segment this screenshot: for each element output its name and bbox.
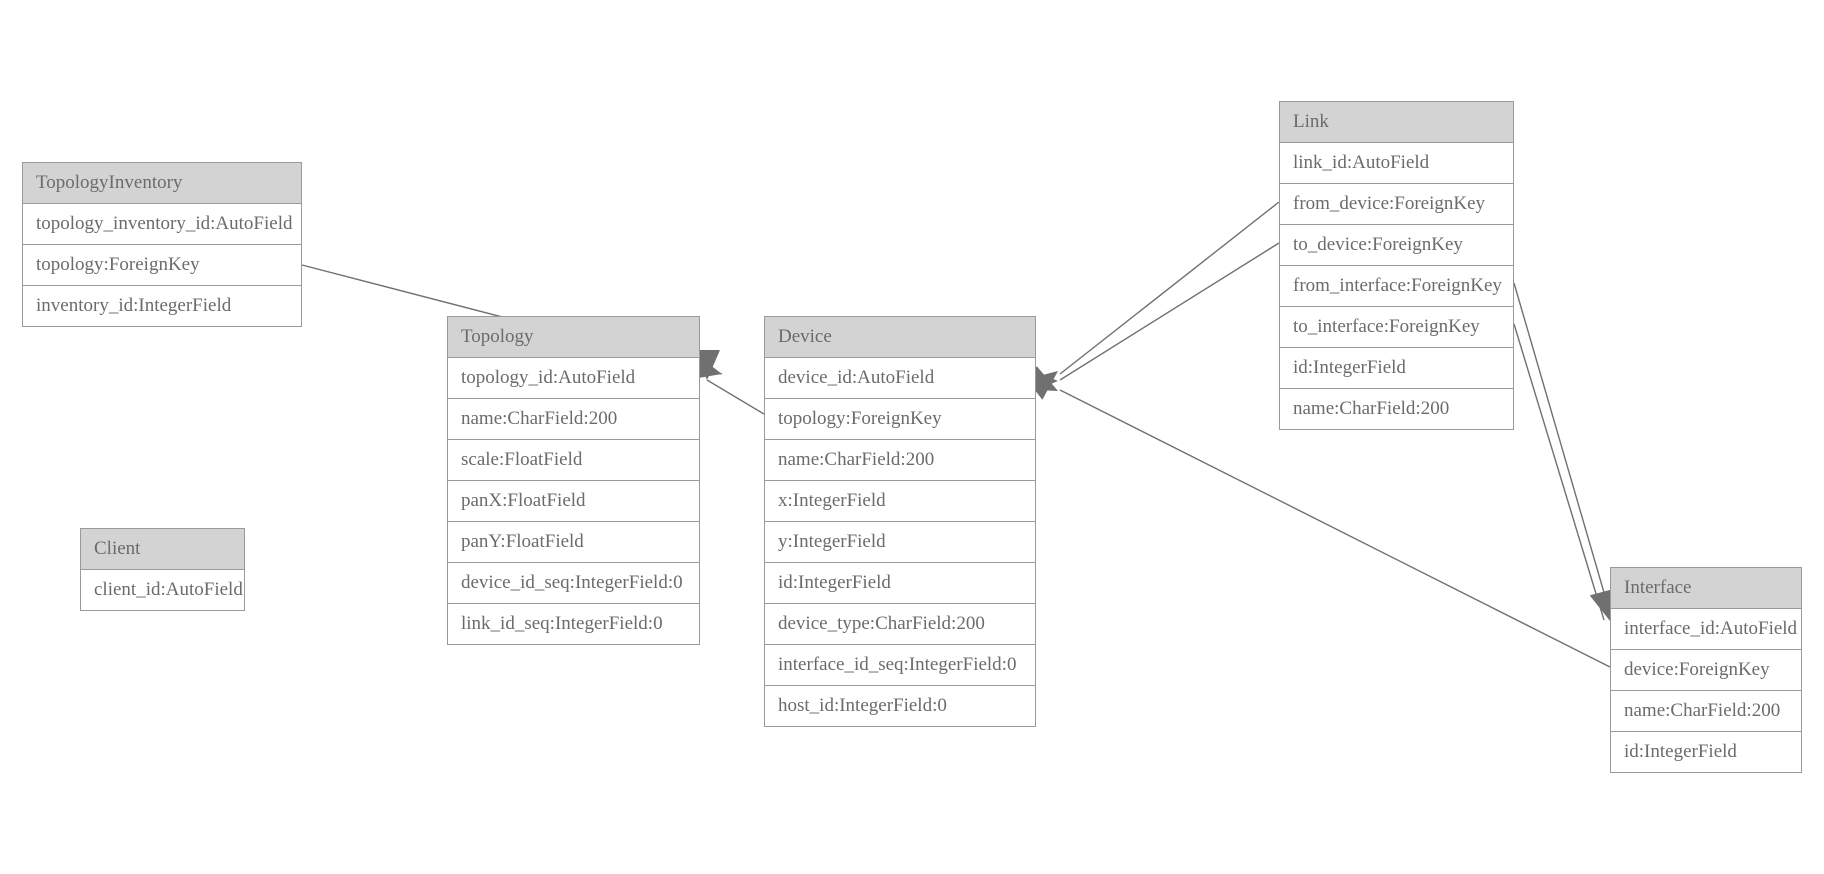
entity-title: Interface bbox=[1611, 568, 1801, 609]
rel-interface-device bbox=[1059, 389, 1611, 668]
entity-field[interactable]: from_device:ForeignKey bbox=[1280, 184, 1513, 225]
rel-link-to-device bbox=[1059, 242, 1280, 381]
entity-field[interactable]: link_id_seq:IntegerField:0 bbox=[461, 613, 663, 634]
entity-field[interactable]: x:IntegerField bbox=[765, 481, 1035, 522]
entity-field[interactable]: from_interface:ForeignKey bbox=[1280, 266, 1513, 307]
entity-title: Topology bbox=[448, 317, 699, 358]
entity-field[interactable]: id:IntegerField bbox=[1280, 348, 1513, 389]
entity-field[interactable]: inventory_id:IntegerField bbox=[36, 295, 232, 316]
entity-title: Device bbox=[765, 317, 1035, 358]
entity-field[interactable]: topology:ForeignKey bbox=[23, 245, 301, 286]
entity-field[interactable]: host_id:IntegerField:0 bbox=[778, 695, 947, 716]
entity-field[interactable]: topology:ForeignKey bbox=[765, 399, 1035, 440]
entity-field[interactable]: id:IntegerField bbox=[765, 563, 1035, 604]
entity-field[interactable]: name:CharField:200 bbox=[448, 399, 699, 440]
entity-field[interactable]: panX:FloatField bbox=[448, 481, 699, 522]
entity-client[interactable]: Client client_id:AutoField bbox=[80, 528, 245, 611]
entity-field[interactable]: topology_id:AutoField bbox=[448, 358, 699, 399]
entity-title: Client bbox=[81, 529, 244, 570]
entity-field[interactable]: name:CharField:200 bbox=[1611, 691, 1801, 732]
entity-field[interactable]: topology_inventory_id:AutoField bbox=[23, 204, 301, 245]
entity-field[interactable]: client_id:AutoField bbox=[94, 579, 243, 600]
entity-field[interactable]: link_id:AutoField bbox=[1280, 143, 1513, 184]
rel-link-from-interface bbox=[1513, 282, 1613, 621]
rel-link-from-device bbox=[1059, 201, 1280, 375]
rel-link-to-interface bbox=[1513, 323, 1605, 621]
entity-field[interactable]: name:CharField:200 bbox=[1293, 398, 1450, 419]
entity-field[interactable]: device_type:CharField:200 bbox=[765, 604, 1035, 645]
entity-title: Link bbox=[1280, 102, 1513, 143]
entity-field[interactable]: to_device:ForeignKey bbox=[1280, 225, 1513, 266]
entity-field[interactable]: id:IntegerField bbox=[1624, 741, 1737, 762]
entity-field[interactable]: y:IntegerField bbox=[765, 522, 1035, 563]
rel-device-topology bbox=[706, 379, 765, 415]
entity-field[interactable]: scale:FloatField bbox=[448, 440, 699, 481]
entity-field[interactable]: device_id:AutoField bbox=[765, 358, 1035, 399]
entity-field[interactable]: panY:FloatField bbox=[448, 522, 699, 563]
entity-field[interactable]: name:CharField:200 bbox=[765, 440, 1035, 481]
entity-field[interactable]: device:ForeignKey bbox=[1611, 650, 1801, 691]
entity-field[interactable]: interface_id:AutoField bbox=[1611, 609, 1801, 650]
entity-title: TopologyInventory bbox=[23, 163, 301, 204]
entity-field[interactable]: interface_id_seq:IntegerField:0 bbox=[765, 645, 1035, 686]
entity-field[interactable]: device_id_seq:IntegerField:0 bbox=[448, 563, 699, 604]
entity-field[interactable]: to_interface:ForeignKey bbox=[1280, 307, 1513, 348]
